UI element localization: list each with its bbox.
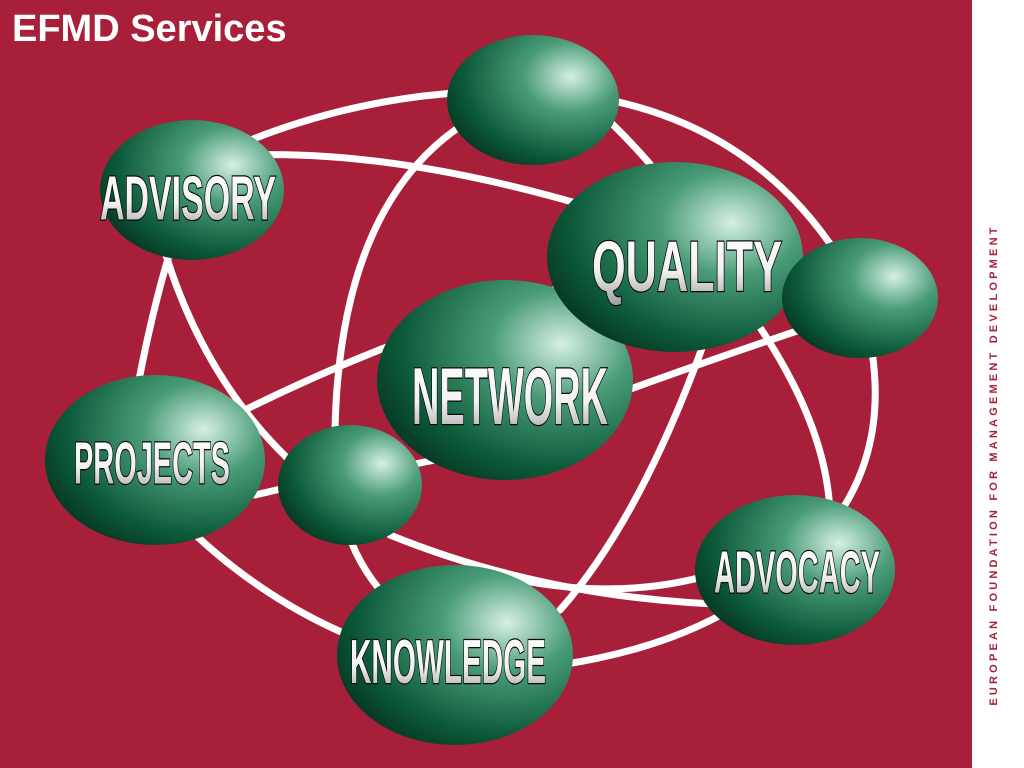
advocacy-label: ADVOCACY	[714, 539, 880, 606]
projects-label: PROJECTS	[74, 430, 230, 497]
connector-line	[176, 516, 364, 644]
connector-line	[331, 116, 474, 434]
slide-background: ADVISORY QUALITY NETWORK PROJECTS ADVOCA…	[0, 0, 972, 768]
network-label: NETWORK	[412, 353, 608, 442]
network-node	[377, 280, 633, 480]
right-node	[782, 238, 938, 358]
projects-node	[45, 375, 265, 545]
advisory-node	[100, 120, 284, 260]
advisory-label: ADVISORY	[100, 165, 276, 234]
connector-line	[576, 91, 854, 279]
knowledge-label: KNOWLEDGE	[350, 629, 546, 698]
connector-line	[156, 231, 304, 474]
center-small-node	[278, 425, 422, 545]
top-node	[447, 35, 619, 165]
quality-label: QUALITY	[592, 227, 782, 307]
connector-line	[556, 606, 734, 669]
connector-line	[516, 571, 714, 593]
quality-node	[547, 162, 803, 352]
advocacy-node	[695, 495, 895, 645]
services-network-diagram: ADVISORY QUALITY NETWORK PROJECTS ADVOCA…	[45, 35, 938, 745]
knowledge-node	[337, 565, 573, 745]
connector-line	[751, 316, 834, 524]
organization-name-vertical: EUROPEAN FOUNDATION FOR MANAGEMENT DEVEL…	[988, 224, 1000, 706]
page-title: EFMD Services	[12, 8, 287, 50]
